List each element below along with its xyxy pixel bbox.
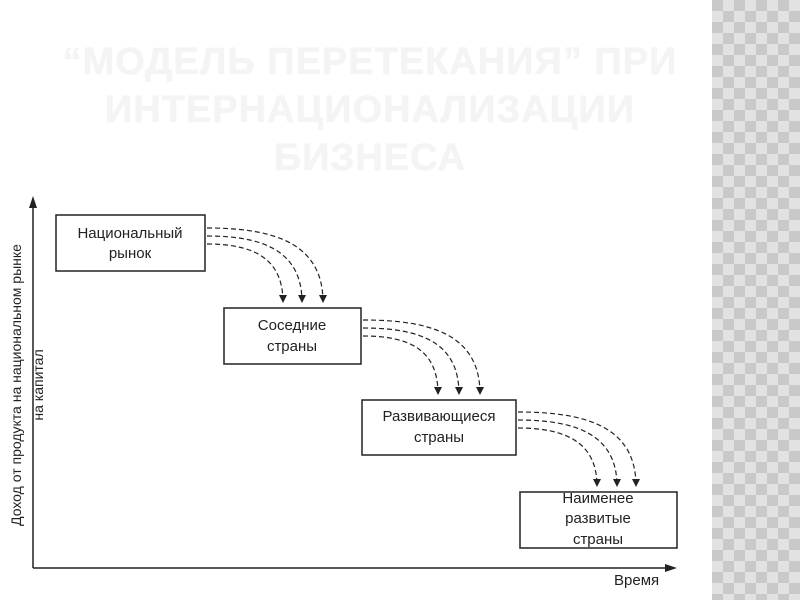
spillover-arrow [362,319,484,395]
box-least-developed-countries-line-2: развитые [565,510,631,527]
spillover-arrow [517,411,640,487]
box-national-market: Национальный рынок [55,214,206,272]
spillover-arrow [362,335,442,395]
x-axis-arrow-icon [665,564,677,572]
axes [29,196,677,572]
box-developing-countries: Развивающиеся страны [361,399,517,456]
box-neighboring-countries-line-2: страны [267,338,317,355]
spillover-arrows-1 [206,227,327,303]
box-developing-countries-line-1: Развивающиеся [383,408,496,425]
decorative-pattern-strip [712,0,800,600]
spillover-arrow [206,227,327,303]
slide-title: “МОДЕЛЬ ПЕРЕТЕКАНИЯ” ПРИ ИНТЕРНАЦИОНАЛИЗ… [40,38,700,182]
spillover-arrow [517,427,601,487]
y-axis-label-line-2: на капитал [30,349,46,420]
box-least-developed-countries-line-3: страны [573,531,623,548]
y-axis-label-line-1: Доход от продукта на национальном рынке [8,244,24,526]
box-national-market-line-1: Национальный [77,225,182,242]
x-axis-label: Время [614,572,659,589]
spillover-arrows-3 [517,411,640,487]
box-national-market-line-2: рынок [109,245,152,262]
spillover-arrow [206,235,306,303]
spillover-arrow [517,419,621,487]
y-axis-arrow-icon [29,196,37,208]
box-developing-countries-line-2: страны [414,429,464,446]
spillover-arrows-2 [362,319,484,395]
box-neighboring-countries: Соседние страны [223,307,362,365]
slide-title-line-2: ИНТЕРНАЦИОНАЛИЗАЦИИ [104,89,636,131]
box-neighboring-countries-line-1: Соседние [258,317,326,334]
slide-title-line-1: “МОДЕЛЬ ПЕРЕТЕКАНИЯ” ПРИ [62,41,678,83]
spillover-arrow [362,327,463,395]
box-least-developed-countries-line-1: Наименее [562,490,633,507]
spillover-arrow [206,243,287,303]
box-least-developed-countries: Наименее развитые страны [519,490,678,549]
slide-title-line-3: БИЗНЕСА [273,137,467,179]
